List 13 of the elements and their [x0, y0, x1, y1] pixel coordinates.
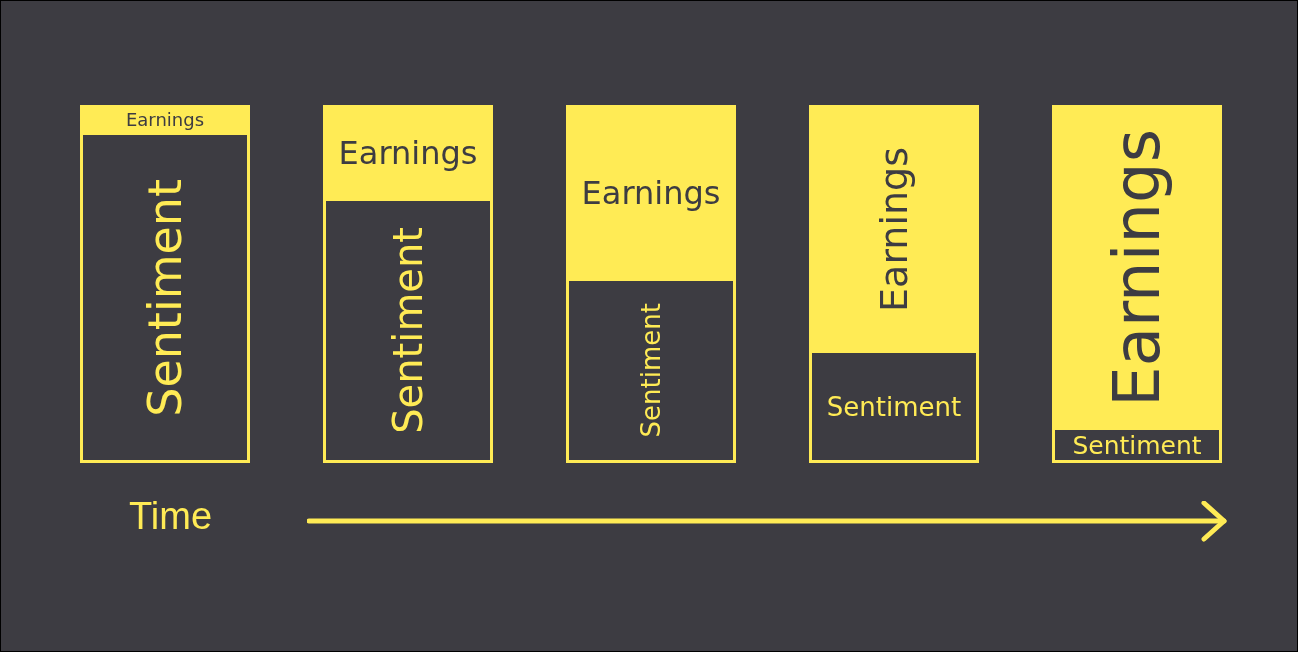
segment-label: Earnings [875, 146, 913, 312]
segment-label: Sentiment [1072, 432, 1202, 458]
segment-label: Sentiment [142, 178, 188, 417]
segment-label: Earnings [338, 137, 478, 169]
bar-frame [566, 105, 736, 463]
segment-label: Sentiment [638, 303, 664, 438]
segment-label: Sentiment [388, 227, 428, 434]
bar-frame [323, 105, 493, 463]
segment-label: Earnings [125, 111, 205, 129]
segment-label: Sentiment [826, 393, 962, 420]
bar-frame [809, 105, 979, 463]
segment-label: Earnings [581, 177, 721, 209]
axis-label: Time [129, 495, 213, 538]
